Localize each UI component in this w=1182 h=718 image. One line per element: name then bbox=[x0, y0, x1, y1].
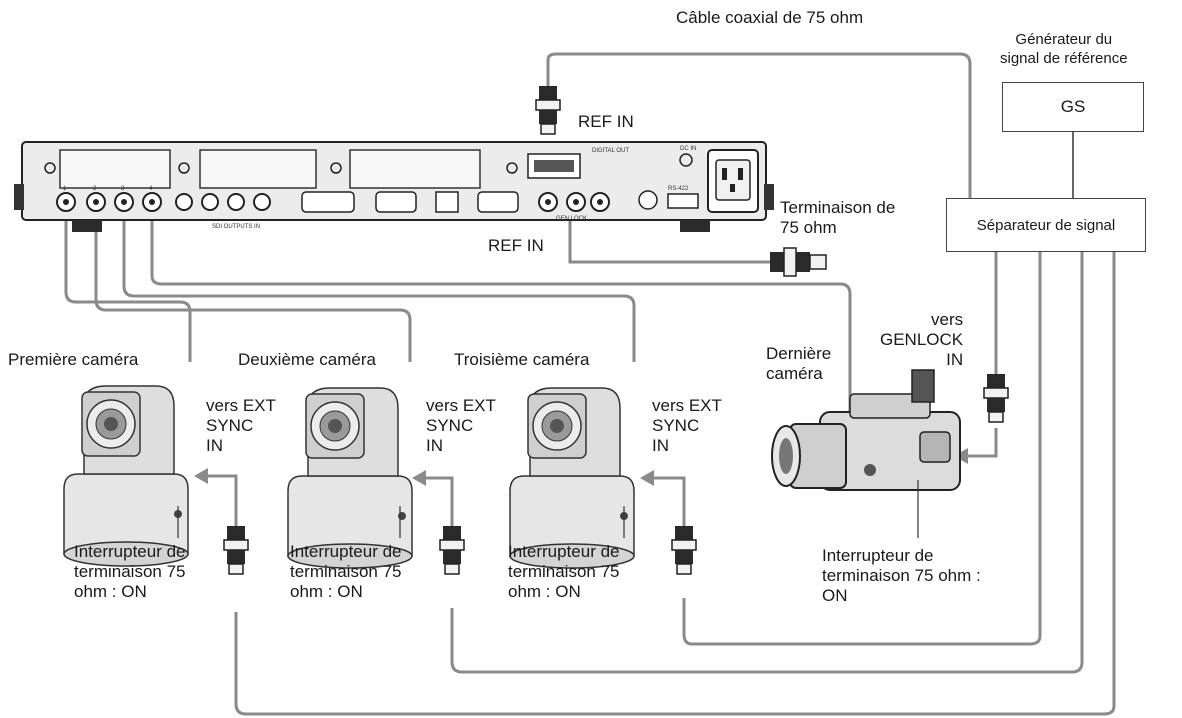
port-number-3: 3 bbox=[121, 186, 125, 192]
panel-label-rs422: RS-422 bbox=[668, 186, 689, 192]
reference-generator-label: Générateur du signal de référence bbox=[1000, 31, 1128, 67]
term-switch-label-2: Interrupteur de terminaison 75 ohm : ON bbox=[290, 542, 402, 601]
second-camera-label: Deuxième caméra bbox=[238, 350, 376, 369]
bnc-connector-cam2 bbox=[439, 525, 465, 575]
ext-sync-label-3: vers EXT SYNC IN bbox=[652, 396, 722, 455]
bnc-connector-cam1 bbox=[223, 525, 249, 575]
third-camera-label: Troisième caméra bbox=[454, 350, 590, 369]
last-camera bbox=[771, 369, 961, 491]
ref-in-bottom-label: REF IN bbox=[488, 236, 544, 255]
ext-sync-label-2: vers EXT SYNC IN bbox=[426, 396, 496, 455]
panel-label-genlock: GEN LOCK bbox=[556, 216, 587, 222]
rear-panel-device bbox=[14, 141, 774, 232]
last-camera-label: Dernière caméra bbox=[766, 344, 832, 383]
signal-splitter-box: Séparateur de signal bbox=[946, 198, 1146, 252]
third-camera bbox=[509, 387, 635, 569]
port-number-4: 4 bbox=[149, 186, 153, 192]
termination-label: Terminaison de 75 ohm bbox=[780, 198, 896, 237]
second-camera bbox=[287, 387, 413, 569]
leader-lines bbox=[177, 480, 919, 538]
term-switch-label-last: Interrupteur de terminaison 75 ohm : ON bbox=[822, 546, 981, 605]
ref-in-top-label: REF IN bbox=[578, 112, 634, 131]
gs-box: GS bbox=[1002, 82, 1144, 132]
ext-sync-label-1: vers EXT SYNC IN bbox=[206, 396, 276, 455]
term-switch-label-1: Interrupteur de terminaison 75 ohm : ON bbox=[74, 542, 186, 601]
port-number-2: 2 bbox=[93, 186, 97, 192]
coax-cable-label: Câble coaxial de 75 ohm bbox=[676, 8, 864, 27]
panel-label-digital-out: DIGITAL OUT bbox=[592, 148, 629, 154]
bnc-connector-ref-top bbox=[535, 85, 561, 135]
panel-label-sdi-outputs: SDI OUTPUTS IN bbox=[212, 224, 260, 230]
first-camera bbox=[63, 385, 189, 567]
panel-label-dc-in: DC IN bbox=[680, 146, 696, 152]
termination-plug bbox=[770, 247, 827, 277]
cable-arrows bbox=[194, 448, 968, 486]
genlock-label: vers GENLOCK IN bbox=[880, 310, 964, 369]
cables bbox=[64, 52, 1116, 716]
first-camera-label: Première caméra bbox=[8, 350, 139, 369]
term-switch-label-3: Interrupteur de terminaison 75 ohm : ON bbox=[508, 542, 620, 601]
port-number-1: 1 bbox=[63, 186, 67, 192]
bnc-connector-cam3 bbox=[671, 525, 697, 575]
bnc-connector-genlock bbox=[983, 373, 1009, 423]
